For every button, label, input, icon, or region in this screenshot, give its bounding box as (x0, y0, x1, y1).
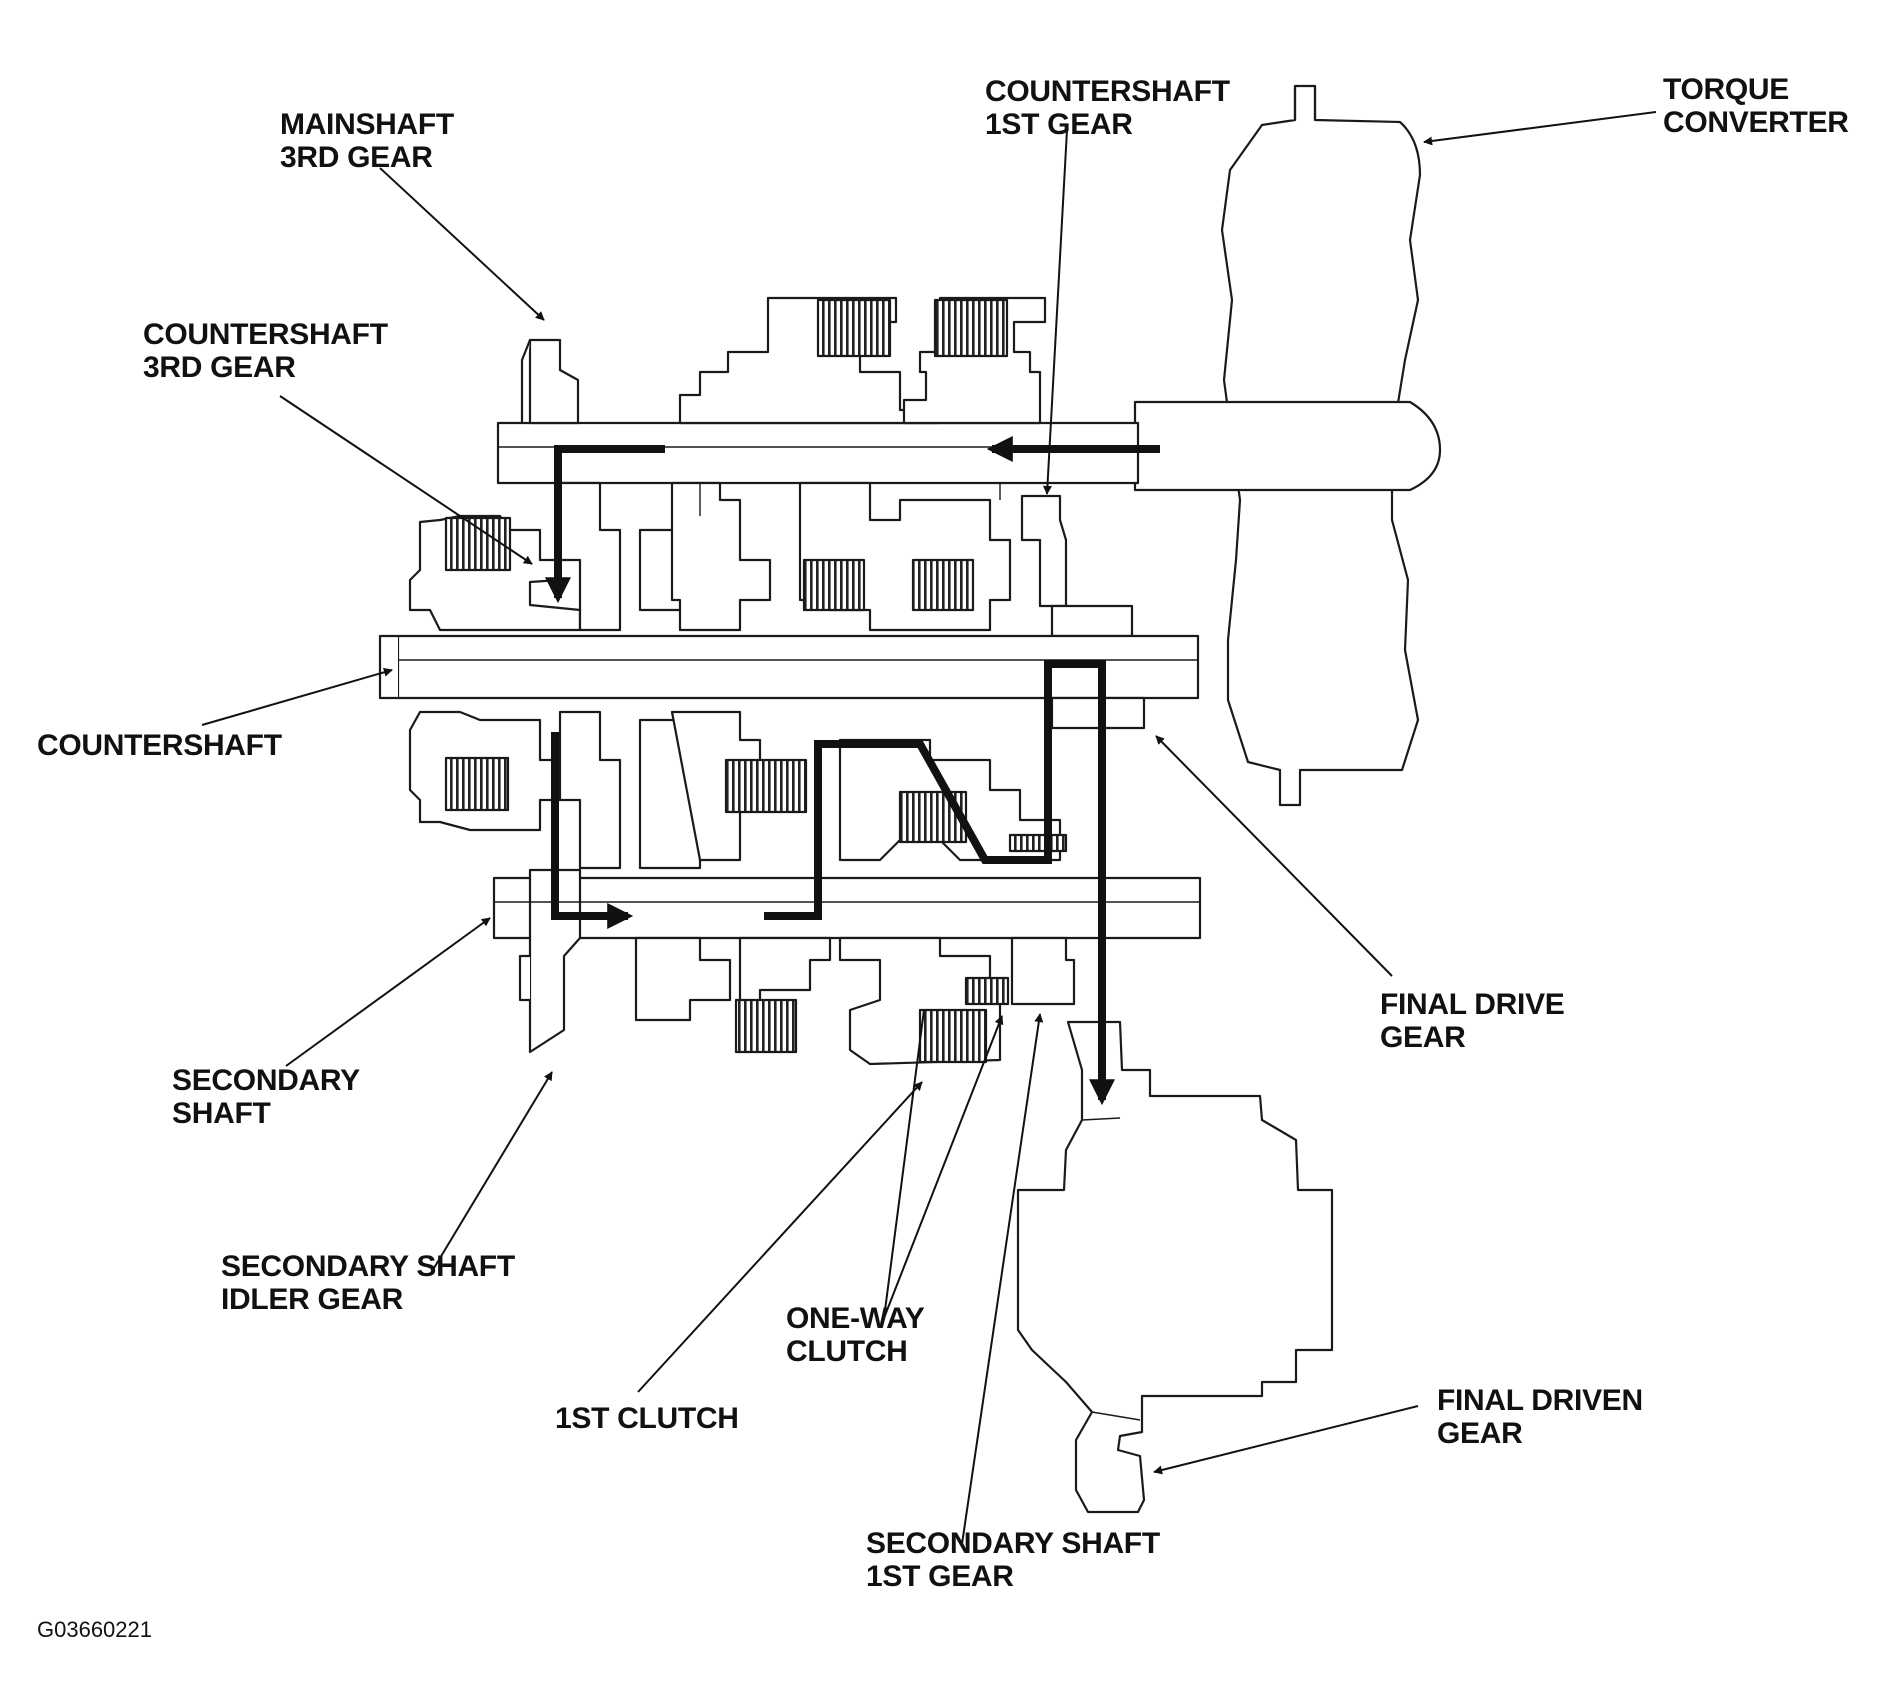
label-line: 1ST CLUTCH (555, 1402, 739, 1435)
label-line: SHAFT (172, 1097, 271, 1130)
label-line: 3RD GEAR (280, 141, 433, 174)
label-line: GEAR (1437, 1417, 1523, 1450)
label-one-way-clutch: ONE-WAY CLUTCH (786, 1302, 925, 1368)
leader-lines (201, 111, 1657, 1545)
label-line: CONVERTER (1663, 106, 1849, 139)
secondary-shaft (492, 876, 1202, 940)
upper-clutch-housing-b (902, 296, 1047, 425)
countershaft-2nd-gear-hub (670, 481, 772, 632)
first-clutch-pack (918, 1008, 988, 1064)
label-line: IDLER GEAR (221, 1283, 404, 1316)
upper-clutch-pack-b (933, 298, 1009, 358)
label-line: COUNTERSHAFT (37, 729, 282, 762)
countershaft-1st-gear (1020, 494, 1068, 608)
countershaft-3rd-clutch-pack (444, 516, 512, 572)
label-countershaft: COUNTERSHAFT (37, 729, 282, 762)
upper-clutch-housing-a (678, 296, 940, 425)
label-line: FINAL DRIVE (1380, 988, 1565, 1021)
label-mainshaft-3rd-gear: MAINSHAFT 3RD GEAR (280, 108, 454, 174)
label-line: 1ST GEAR (866, 1560, 1014, 1593)
label-line: SECONDARY SHAFT (221, 1250, 515, 1283)
figure-code: G03660221 (37, 1617, 152, 1642)
differential-housing (1016, 1020, 1334, 1514)
mainshaft-3rd-gear (528, 338, 580, 425)
label-final-driven-gear: FINAL DRIVEN GEAR (1437, 1384, 1643, 1450)
label-line: TORQUE (1663, 73, 1789, 106)
label-secondary-shaft-idler-gear: SECONDARY SHAFT IDLER GEAR (221, 1250, 515, 1316)
label-1st-clutch: 1ST CLUTCH (555, 1402, 739, 1435)
label-secondary-shaft: SECONDARY SHAFT (172, 1064, 360, 1130)
label-line: 1ST GEAR (985, 108, 1133, 141)
label-secondary-shaft-1st-gear: SECONDARY SHAFT 1ST GEAR (866, 1527, 1160, 1593)
lower-mid-clutch-pack (724, 758, 808, 814)
lower-clutch-pack-a (734, 998, 798, 1054)
label-final-drive-gear: FINAL DRIVE GEAR (1380, 988, 1565, 1054)
countershaft-3rd-gear (558, 481, 622, 632)
label-line: COUNTERSHAFT (143, 318, 388, 351)
label-line: SECONDARY SHAFT (866, 1527, 1160, 1560)
label-countershaft-3rd-gear: COUNTERSHAFT 3RD GEAR (143, 318, 388, 384)
power-flow-path (545, 436, 1160, 1106)
label-line: GEAR (1380, 1021, 1466, 1054)
label-torque-converter: TORQUE CONVERTER (1663, 73, 1849, 139)
secondary-shaft-1st-gear (1010, 936, 1076, 1006)
upper-mid-clutch-pack-a (802, 558, 866, 612)
label-line: COUNTERSHAFT (985, 75, 1230, 108)
label-line: MAINSHAFT (280, 108, 454, 141)
label-line: FINAL DRIVEN (1437, 1384, 1643, 1417)
label-line: 3RD GEAR (143, 351, 296, 384)
label-line: ONE-WAY (786, 1302, 925, 1335)
upper-clutch-pack-a (816, 298, 892, 358)
upper-mid-clutch-pack-b (911, 558, 975, 612)
one-way-clutch-pack (898, 790, 968, 844)
label-line: CLUTCH (786, 1335, 908, 1368)
lower-left-clutch-pack (444, 756, 510, 812)
label-countershaft-1st-gear: COUNTERSHAFT 1ST GEAR (985, 75, 1230, 141)
one-way-clutch-rollers (964, 976, 1010, 1006)
label-line: SECONDARY (172, 1064, 360, 1097)
torque-converter-hub (1133, 400, 1442, 492)
